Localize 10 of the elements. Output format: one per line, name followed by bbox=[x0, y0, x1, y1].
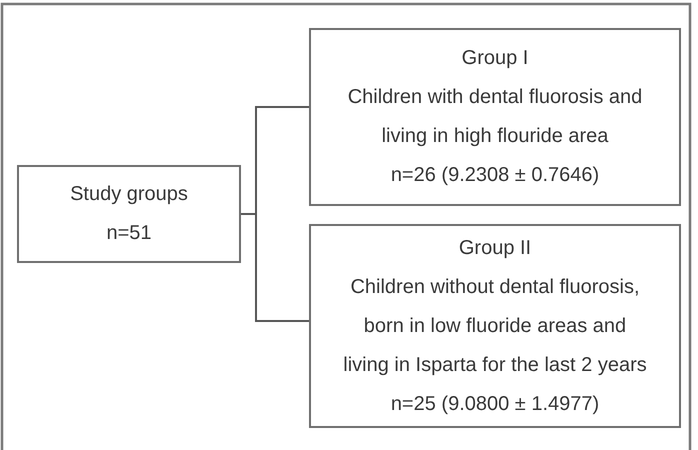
group-heading: Study groups bbox=[70, 182, 188, 207]
group-heading: Group I bbox=[462, 46, 528, 71]
process-box bbox=[309, 28, 681, 206]
process-box bbox=[309, 224, 681, 428]
process-box bbox=[17, 165, 241, 263]
group-heading: Group II bbox=[458, 236, 532, 260]
sample-size: n=51 bbox=[106, 221, 152, 246]
connector-line bbox=[241, 213, 309, 322]
group-statistics: n=25 (9.0800 ± 1.4977) bbox=[390, 392, 600, 416]
group-statistics: n=26 (9.2308 ± 0.7646) bbox=[390, 163, 600, 188]
